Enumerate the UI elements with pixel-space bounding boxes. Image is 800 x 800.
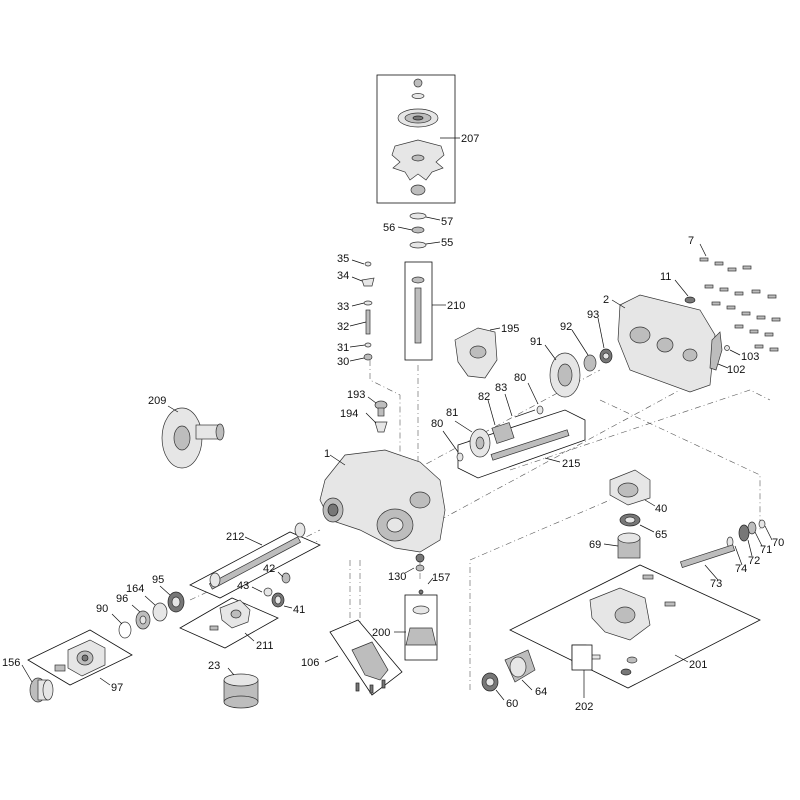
callout-11: 11 (660, 271, 671, 283)
callout-64: 64 (535, 686, 547, 698)
callout-90: 90 (96, 603, 108, 615)
callout-30: 30 (337, 356, 349, 368)
assembly-box-211 (179, 597, 279, 649)
callout-91: 91 (530, 336, 542, 348)
callout-70: 70 (772, 537, 784, 549)
parts-40-65 (609, 469, 656, 533)
callout-83: 83 (495, 382, 507, 394)
callout-207: 207 (461, 133, 479, 145)
callout-81: 81 (446, 407, 458, 419)
filter-23 (223, 667, 259, 709)
callout-200: 200 (372, 627, 390, 639)
callout-33: 33 (337, 301, 349, 313)
callout-194: 194 (340, 408, 358, 420)
part-195 (454, 327, 501, 379)
assembly-box-210 (404, 261, 446, 361)
callout-32: 32 (337, 321, 349, 333)
part-69 (603, 532, 641, 559)
callout-202: 202 (575, 701, 593, 713)
assembly-box-106 (324, 619, 403, 696)
assembly-box-212 (189, 522, 321, 599)
callout-23: 23 (208, 660, 220, 672)
callout-41: 41 (293, 604, 305, 616)
bearing-stack (111, 585, 185, 639)
callout-7: 7 (688, 235, 694, 247)
callout-55: 55 (441, 237, 453, 249)
callout-201: 201 (689, 659, 707, 671)
callout-60: 60 (506, 698, 518, 710)
assembly-box-201 (509, 564, 761, 689)
callout-97: 97 (111, 682, 123, 694)
callout-210: 210 (447, 300, 465, 312)
assembly-box-215 (442, 382, 586, 479)
callout-157: 157 (432, 572, 450, 584)
callout-69: 69 (589, 539, 601, 551)
callout-80: 80 (514, 372, 526, 384)
parts-130-200 (394, 553, 438, 661)
callout-95: 95 (152, 574, 164, 586)
parts-193-194 (365, 396, 388, 433)
callout-211: 211 (256, 640, 274, 652)
callout-212: 212 (226, 531, 244, 543)
callout-35: 35 (337, 253, 349, 265)
callout-215: 215 (562, 458, 580, 470)
callout-103: 103 (741, 351, 759, 363)
callout-209: 209 (148, 395, 166, 407)
callout-42: 42 (263, 563, 275, 575)
part-209 (161, 405, 225, 469)
pin-parts (349, 259, 375, 362)
callout-82: 82 (478, 391, 490, 403)
callout-156: 156 (2, 657, 20, 669)
callout-65: 65 (655, 529, 667, 541)
parts-60-64 (481, 649, 536, 701)
gear-91 (544, 317, 613, 398)
callout-34: 34 (337, 270, 349, 282)
callout-93: 93 (587, 309, 599, 321)
parts-70-74 (680, 519, 773, 581)
callout-92: 92 (560, 321, 572, 333)
callout-56: 56 (383, 222, 395, 234)
callout-31: 31 (337, 342, 349, 354)
callout-193: 193 (347, 389, 365, 401)
callout-195: 195 (501, 323, 519, 335)
callout-72: 72 (748, 555, 760, 567)
callout-130: 130 (388, 571, 406, 583)
parts-41-43 (251, 571, 293, 609)
callout-80-b: 80 (431, 418, 443, 430)
callout-74: 74 (735, 563, 747, 575)
callout-71: 71 (760, 544, 772, 556)
callout-73: 73 (710, 578, 722, 590)
washer-stack (397, 212, 441, 249)
main-housing-1 (319, 449, 446, 553)
callout-164: 164 (126, 583, 144, 595)
assembly-box-207 (376, 74, 460, 204)
part-2-cover (611, 294, 741, 393)
callout-2: 2 (603, 294, 609, 306)
callout-labels: 207 57 56 55 35 34 33 32 31 30 210 195 7… (2, 133, 784, 713)
assembly-box-97 (21, 629, 133, 703)
callout-96: 96 (116, 593, 128, 605)
callout-1: 1 (324, 448, 330, 460)
callout-57: 57 (441, 216, 453, 228)
callout-106: 106 (301, 657, 319, 669)
bolt-set (674, 243, 781, 352)
callout-102: 102 (727, 364, 745, 376)
callout-43: 43 (237, 580, 249, 592)
assembly-box-202 (571, 644, 593, 698)
callout-40: 40 (655, 503, 667, 515)
